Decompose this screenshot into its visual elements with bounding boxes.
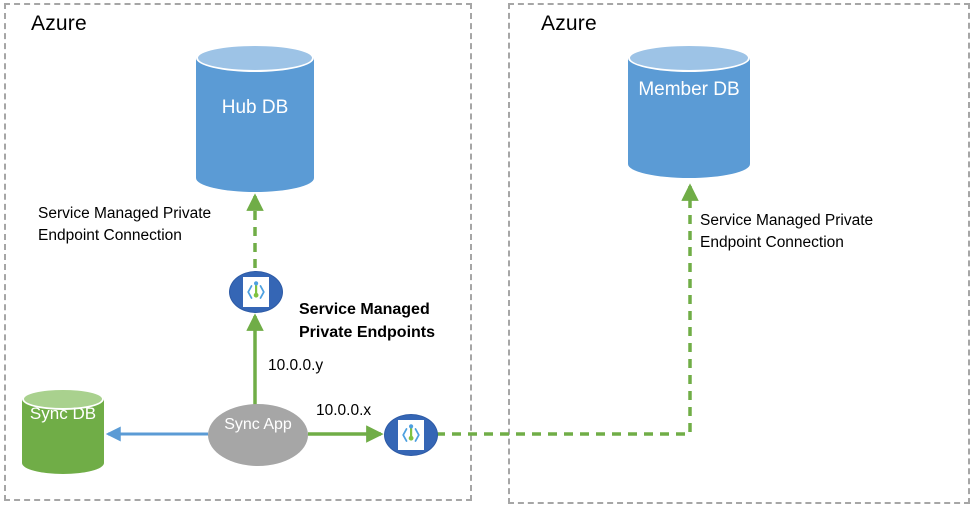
ip-label-member: 10.0.0.x xyxy=(316,402,372,419)
service-managed-private-endpoints-label: Service Managed Private Endpoints xyxy=(299,301,436,342)
cylinder-top xyxy=(628,44,750,72)
member-db-label: Member DB xyxy=(638,79,740,100)
hub-connection-label: Service Managed Private Endpoint Connect… xyxy=(38,205,212,245)
hub-db-label: Hub DB xyxy=(221,97,289,118)
private-endpoint-member[interactable] xyxy=(384,414,438,456)
private-link-icon xyxy=(243,277,269,307)
private-link-icon xyxy=(398,420,424,450)
member-connection-label: Service Managed Private Endpoint Connect… xyxy=(700,212,874,252)
private-endpoint-hub[interactable] xyxy=(229,271,283,313)
cylinder-body xyxy=(196,58,314,178)
cylinder-top xyxy=(22,388,104,410)
sync-db-label: Sync DB xyxy=(29,404,97,423)
azure-label-left: Azure xyxy=(31,12,87,35)
cylinder-top xyxy=(196,44,314,72)
node-sync-app[interactable]: Sync App xyxy=(208,404,308,466)
ip-label-hub: 10.0.0.y xyxy=(268,357,324,374)
sync-app-label: Sync App xyxy=(224,416,292,433)
node-member-db[interactable]: Member DB xyxy=(628,44,750,178)
cylinder-body xyxy=(628,58,750,164)
node-hub-db[interactable]: Hub DB xyxy=(196,44,314,192)
azure-label-right: Azure xyxy=(541,12,597,35)
node-sync-db[interactable]: Sync DB xyxy=(22,388,104,474)
